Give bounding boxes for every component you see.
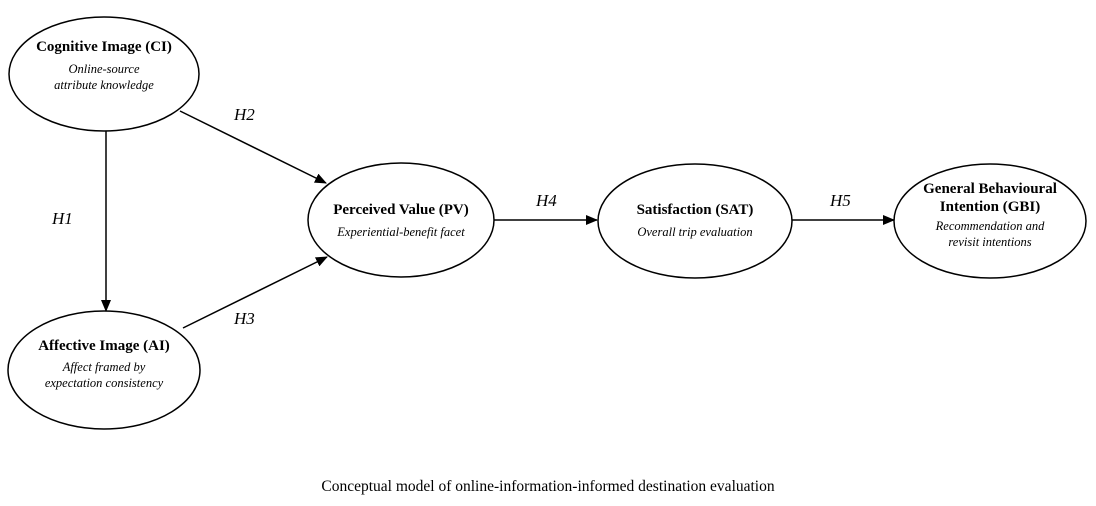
node-subtitle: Recommendation and <box>935 219 1045 233</box>
edge-label-h2: H2 <box>233 105 255 124</box>
node-subtitle: revisit intentions <box>948 235 1031 249</box>
node-general-behavioural-intention: General Behavioural Intention (GBI) Reco… <box>893 163 1087 279</box>
node-title: Perceived Value (PV) <box>333 202 469 218</box>
node-subtitle: Overall trip evaluation <box>637 225 752 239</box>
node-subtitle: Experiential-benefit facet <box>336 225 465 239</box>
edge-h3-arrow <box>182 256 328 329</box>
node-subtitle: Online-source <box>68 62 139 76</box>
node-subtitle: attribute knowledge <box>54 78 154 92</box>
edge-label-h1: H1 <box>51 209 73 228</box>
edge-label-h3: H3 <box>233 309 255 328</box>
node-perceived-value: Perceived Value (PV) Experiential-benefi… <box>307 162 495 278</box>
node-affective-image: Affective Image (AI) Affect framed by ex… <box>7 310 201 430</box>
node-cognitive-image: Cognitive Image (CI) Online-source attri… <box>8 16 200 132</box>
edge-label-h5: H5 <box>829 191 851 210</box>
node-subtitle: expectation consistency <box>45 376 164 390</box>
node-title: Cognitive Image (CI) <box>36 39 172 55</box>
node-satisfaction: Satisfaction (SAT) Overall trip evaluati… <box>597 163 793 279</box>
node-subtitle: Affect framed by <box>62 360 146 374</box>
node-title: Affective Image (AI) <box>38 338 170 354</box>
edge-h2-arrow <box>179 110 327 184</box>
figure-caption: Conceptual model of online-information-i… <box>321 478 775 495</box>
edge-label-h4: H4 <box>535 191 557 210</box>
node-title: General Behavioural <box>923 181 1057 197</box>
conceptual-model-diagram: H1 H2 H3 H4 H5 Cognitive Image (CI) Onli… <box>7 16 1087 430</box>
node-title: Intention (GBI) <box>940 199 1040 215</box>
node-title: Satisfaction (SAT) <box>637 202 754 218</box>
